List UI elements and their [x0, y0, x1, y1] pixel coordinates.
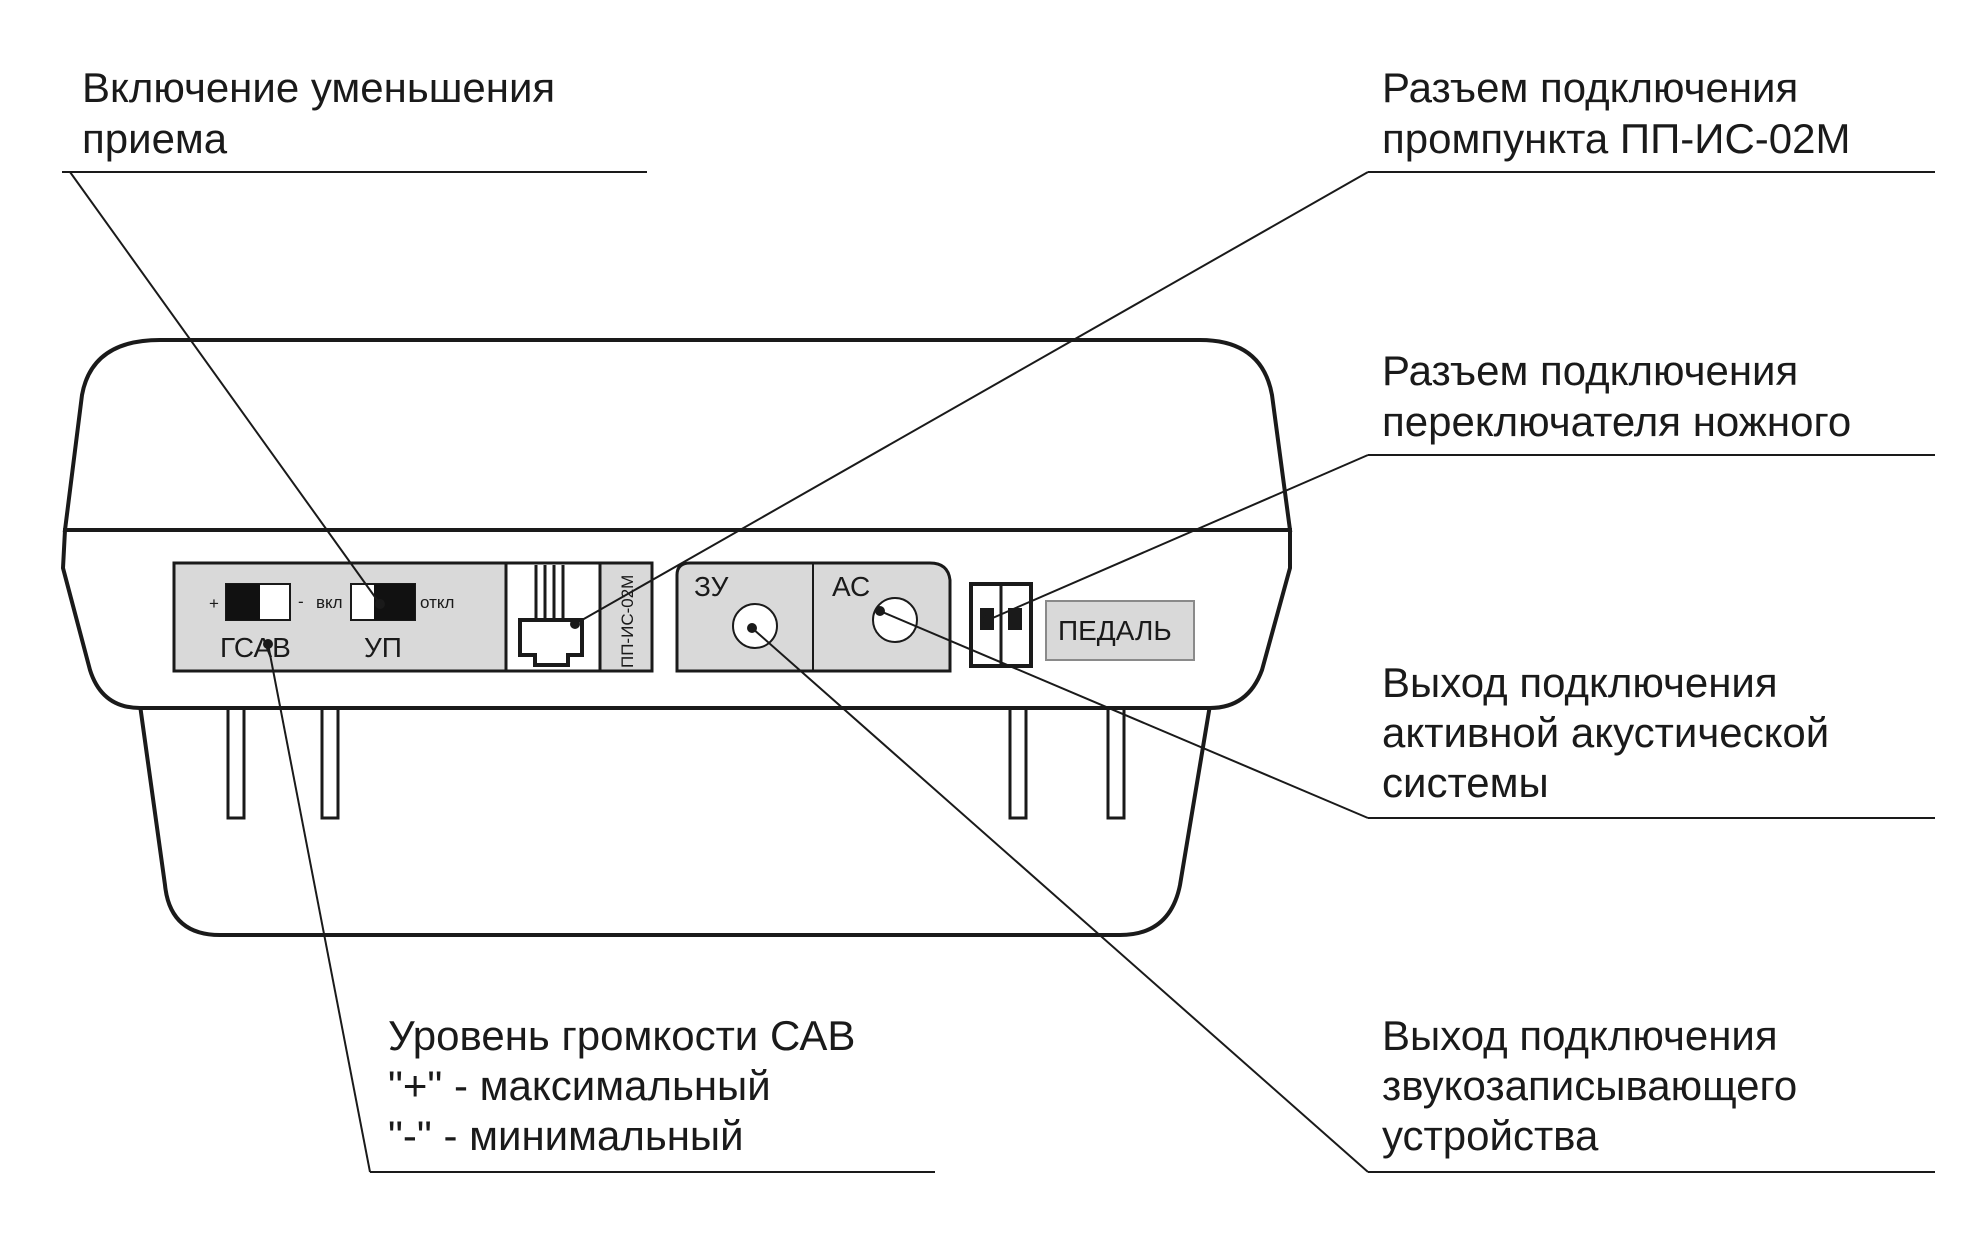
- callout-recorder-line-1: Выход подключения: [1382, 1012, 1778, 1059]
- callout-pedal-line-2: переключателя ножного: [1382, 398, 1851, 445]
- device-leg-3: [1008, 698, 1028, 820]
- leader-reduce-reception-pointer: [69, 171, 381, 605]
- device-leg-1: [226, 698, 246, 820]
- pedal-connector-socket-2: [1008, 608, 1022, 630]
- gsav-switch-knob: [226, 584, 260, 620]
- callout-reduce-line-2: приема: [82, 115, 228, 162]
- up-label: УП: [364, 632, 402, 663]
- up-off-label: откл: [420, 593, 454, 612]
- zu-label: ЗУ: [694, 571, 729, 602]
- callout-volume-line-1: Уровень громкости САВ: [388, 1012, 855, 1059]
- callout-speaker-line-2: активной акустической: [1382, 709, 1829, 756]
- as-label: АС: [832, 571, 870, 602]
- leader-end-dots: [263, 599, 993, 649]
- pp-label-strip: [598, 561, 654, 673]
- dot-recorder: [747, 623, 757, 633]
- dot-reduce: [375, 599, 385, 609]
- dot-speaker: [875, 606, 885, 616]
- dot-pedal: [983, 615, 993, 625]
- callout-reduce-line-1: Включение уменьшения: [82, 64, 555, 111]
- callout-volume-level: Уровень громкости САВ "+" - максимальный…: [388, 1012, 855, 1159]
- device-lower-shell: [137, 703, 1213, 937]
- callout-recorder-line-3: устройства: [1382, 1112, 1599, 1159]
- as-jack[interactable]: [872, 597, 918, 643]
- rj-connector-pins: [534, 565, 565, 622]
- device-leg-2: [320, 698, 340, 820]
- dot-pp: [570, 619, 580, 629]
- dot-volume: [263, 639, 273, 649]
- leader-volume-pointer: [267, 643, 371, 1173]
- gsav-minus-label: -: [298, 592, 304, 611]
- pedal-label: ПЕДАЛЬ: [1058, 615, 1172, 646]
- gsav-label: ГСАВ: [220, 632, 291, 663]
- callout-speaker-output: Выход подключения активной акустической …: [1382, 659, 1829, 806]
- pedal-label-box: [1045, 600, 1195, 661]
- leader-pedal-pointer: [987, 454, 1369, 621]
- callout-volume-line-2: "+" - максимальный: [388, 1062, 771, 1109]
- pp-vertical-label: ПП-ИС-02М: [618, 575, 637, 668]
- leader-recorder-pointer: [751, 627, 1369, 1173]
- up-on-label: вкл: [316, 593, 343, 612]
- leader-speaker-pointer: [879, 610, 1369, 819]
- callout-speaker-line-3: системы: [1382, 759, 1549, 806]
- callout-pp-connector: Разъем подключения промпункта ПП-ИС-02М: [1382, 64, 1850, 162]
- callout-pp-line-1: Разъем подключения: [1382, 64, 1798, 111]
- rj-connector-icon: [518, 618, 584, 667]
- callout-leaders: [62, 171, 1935, 1173]
- callout-volume-line-3: "-" - минимальный: [388, 1112, 744, 1159]
- gsav-plus-label: +: [209, 594, 219, 613]
- leader-pp-connector-pointer: [574, 171, 1369, 625]
- device-upper-housing: [62, 338, 1293, 532]
- device-leg-4: [1106, 698, 1126, 820]
- callout-pedal-line-1: Разъем подключения: [1382, 347, 1798, 394]
- callout-reduce-reception: Включение уменьшения приема: [82, 64, 555, 162]
- callout-pp-line-2: промпункта ПП-ИС-02М: [1382, 115, 1850, 162]
- callout-speaker-line-1: Выход подключения: [1382, 659, 1778, 706]
- callout-recorder-line-2: звукозаписывающего: [1382, 1062, 1797, 1109]
- callout-recorder-output: Выход подключения звукозаписывающего уст…: [1382, 1012, 1797, 1159]
- callout-pedal-connector: Разъем подключения переключателя ножного: [1382, 347, 1851, 445]
